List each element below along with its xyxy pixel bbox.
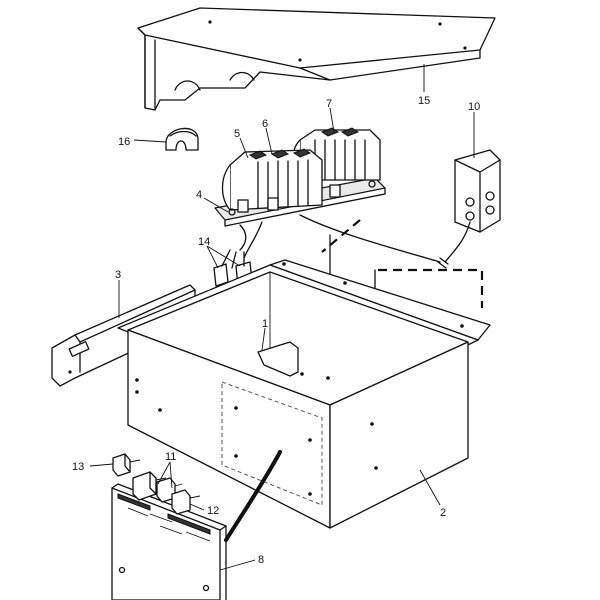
grommet-part <box>165 127 199 151</box>
callout-15: 15 <box>418 95 430 107</box>
callout-16: 16 <box>118 136 130 148</box>
chassis-box <box>117 259 491 529</box>
callout-13: 13 <box>72 461 84 473</box>
terminal-block-assembly <box>214 127 386 227</box>
callout-2: 2 <box>440 507 446 519</box>
callout-10: 10 <box>468 101 480 113</box>
circuit-board <box>111 450 282 600</box>
callout-4: 4 <box>196 189 202 201</box>
filter-module <box>437 149 501 269</box>
callout-1: 1 <box>262 318 268 330</box>
callout-12: 12 <box>207 505 219 517</box>
connecting-cable <box>299 214 441 263</box>
callout-8: 8 <box>258 554 264 566</box>
connector-parts <box>112 453 201 515</box>
cover-plate <box>137 7 496 111</box>
callout-3: 3 <box>115 269 121 281</box>
leader-lines <box>89 64 475 571</box>
callout-7: 7 <box>326 98 332 110</box>
callout-11: 11 <box>165 451 176 463</box>
callout-6: 6 <box>262 118 268 130</box>
callout-14: 14 <box>198 236 210 248</box>
callout-labels: 1 2 3 4 5 6 7 8 10 11 12 13 14 15 16 <box>72 95 480 566</box>
callout-5: 5 <box>234 128 240 140</box>
